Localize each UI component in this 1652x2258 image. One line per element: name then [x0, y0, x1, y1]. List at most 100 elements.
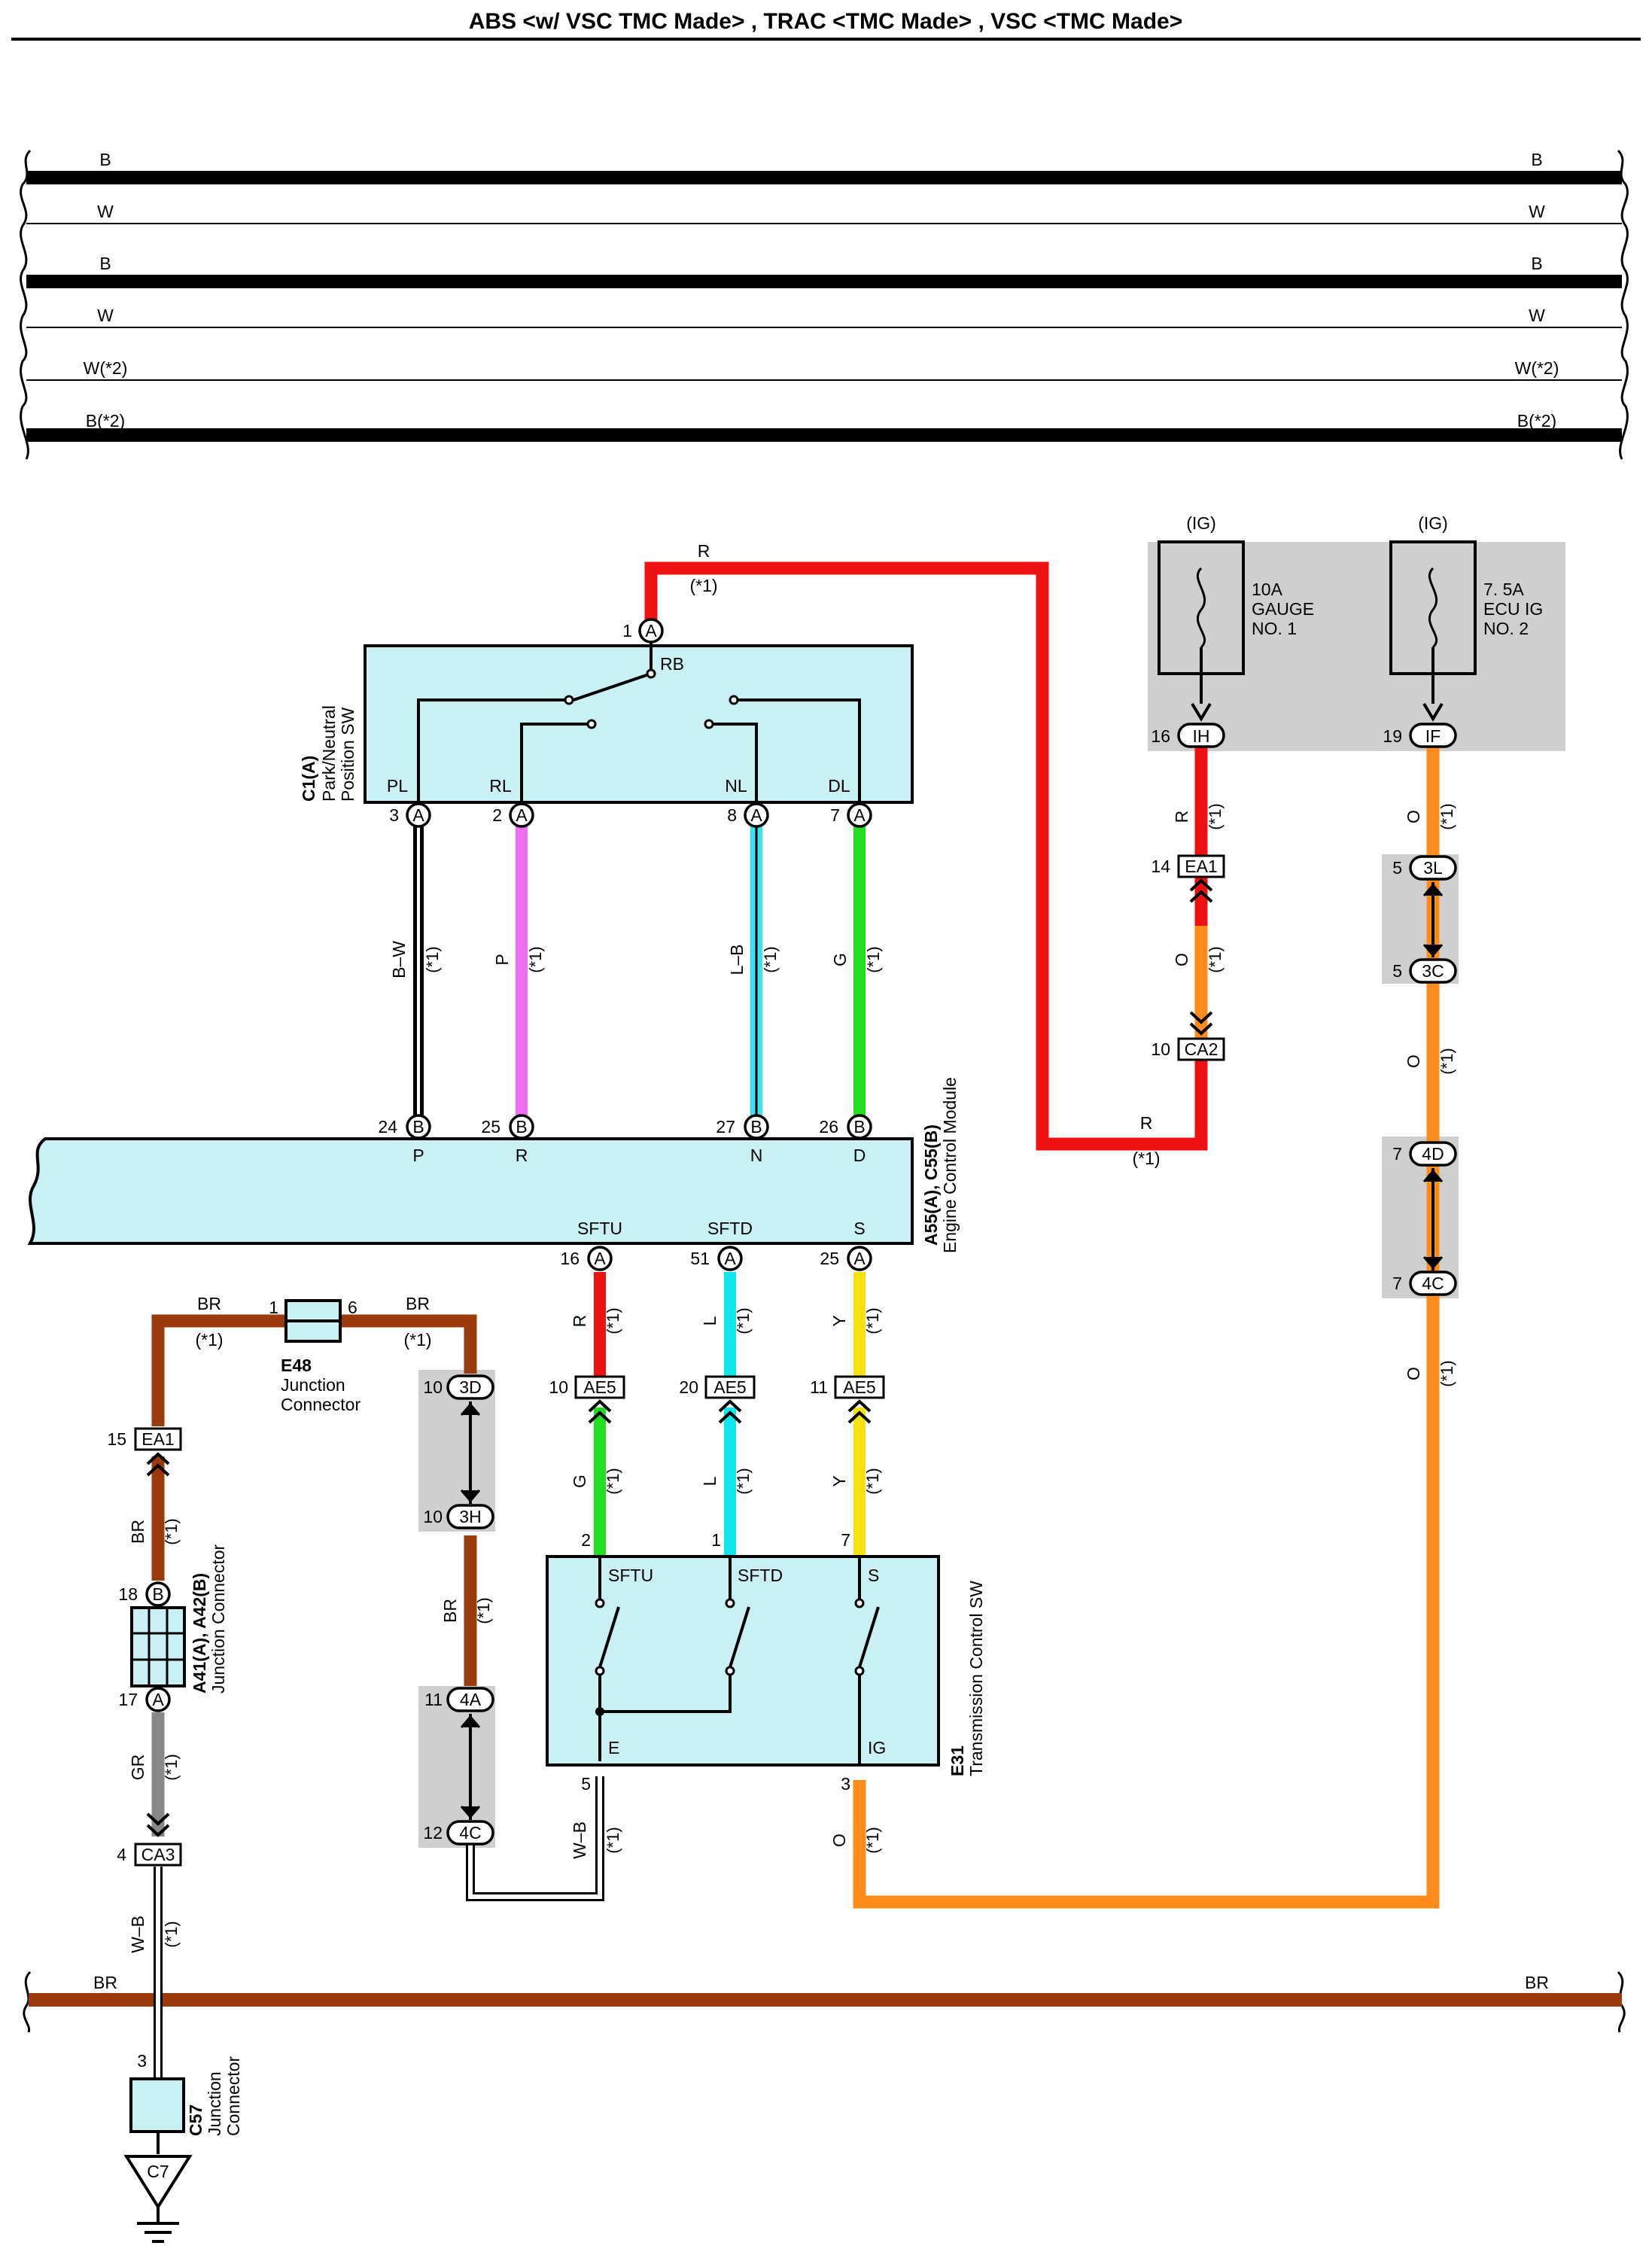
fuse-block-shade	[1148, 542, 1565, 751]
connector-pin	[717, 1246, 743, 1271]
connector-pin	[446, 1504, 494, 1529]
label-text: E	[608, 1738, 619, 1757]
label-text: A55(A), C55(B)	[921, 1124, 941, 1246]
label-text: 1	[622, 621, 632, 641]
label-text: (*1)	[734, 1468, 753, 1494]
diagram-graphic	[738, 698, 861, 802]
label-text: 25	[820, 1249, 839, 1268]
label-text: 19	[1383, 726, 1402, 746]
diagram-graphic	[564, 695, 574, 705]
label-text: NL	[725, 776, 747, 796]
connector-pin	[406, 1114, 431, 1140]
junction-connector-block	[130, 1606, 186, 1687]
left-break-mark	[20, 149, 32, 460]
right-break-mark	[1617, 149, 1629, 460]
label-text: 14	[1151, 857, 1170, 876]
label-text: NO. 1	[1252, 619, 1297, 638]
label-text: Y	[829, 1315, 849, 1326]
label-text: A	[750, 805, 762, 825]
diagram-graphic	[600, 1675, 732, 1713]
label-text: O	[829, 1833, 849, 1847]
label-text: Connector	[224, 2056, 243, 2136]
diagram-graphic	[725, 1666, 735, 1676]
double-arrow-icon	[460, 1715, 481, 1819]
label-text: 10	[423, 1507, 443, 1526]
label-text: (*1)	[734, 1307, 753, 1334]
wire-red-feed	[644, 561, 1208, 1151]
connector-pin	[847, 1114, 872, 1140]
chevron-down-icon	[1189, 1011, 1213, 1036]
label-text: EA1	[1185, 857, 1217, 876]
label-text: G	[570, 1474, 589, 1488]
bus-label: B	[1531, 150, 1542, 169]
label-text: R	[516, 1146, 528, 1165]
connector-pin	[1409, 723, 1457, 748]
connector-pin	[1409, 1141, 1457, 1167]
label-text: SFTD	[738, 1566, 783, 1585]
diagram-graphic	[595, 1598, 605, 1608]
label-text: 3	[841, 1774, 850, 1794]
diagram-graphic	[854, 1598, 865, 1608]
arrow-down-icon	[1191, 702, 1212, 722]
switch-contact	[598, 1606, 620, 1668]
label-text: PL	[387, 776, 408, 796]
label-text: (*1)	[403, 1330, 431, 1350]
label-text: BR	[406, 1294, 430, 1313]
label-text: P	[412, 1146, 424, 1165]
diagram-graphic	[646, 668, 656, 679]
label-text: AE5	[843, 1377, 875, 1397]
label-text: 4	[117, 1845, 126, 1864]
label-text: Junction Connector	[208, 1544, 228, 1694]
label-text: C1(A)	[299, 756, 318, 802]
connector-pin	[509, 1114, 534, 1140]
label-text: 2	[492, 805, 502, 825]
diagram-graphic	[729, 695, 739, 705]
label-text: 26	[819, 1117, 838, 1137]
label-text: R	[570, 1315, 589, 1328]
label-text: 20	[679, 1377, 698, 1397]
switch-contact	[729, 1606, 750, 1668]
label-text: (*1)	[162, 1754, 181, 1780]
label-text: 4A	[460, 1690, 482, 1709]
chevron-up-icon	[847, 1399, 872, 1424]
label-text: 5	[1392, 858, 1402, 878]
label-text: (*1)	[761, 946, 780, 972]
ground-icon	[123, 2155, 193, 2210]
label-text: RB	[660, 654, 684, 674]
label-text: 5	[1392, 961, 1402, 981]
label-text: B	[516, 1117, 527, 1137]
label-text: A	[594, 1249, 606, 1268]
junction-connector-c57	[129, 2077, 185, 2133]
bus-label: W(*2)	[84, 358, 128, 378]
chevron-down-icon	[146, 1812, 170, 1837]
label-text: 3L	[1423, 858, 1443, 878]
diagram-graphic	[704, 719, 714, 729]
label-text: 51	[690, 1249, 710, 1268]
bus-label: W	[97, 306, 114, 325]
label-text: EA1	[141, 1429, 174, 1449]
label-text: 3	[389, 805, 399, 825]
wire-orange-ig	[853, 745, 1440, 1909]
label-text: (*1)	[604, 1827, 622, 1853]
label-text: CA3	[141, 1845, 175, 1864]
label-text: (*1)	[1206, 803, 1225, 829]
connector-pin	[446, 1374, 494, 1400]
label-text: 4C	[459, 1823, 481, 1843]
label-text: 2	[581, 1530, 591, 1550]
diagram-graphic	[725, 1598, 735, 1608]
label-text: (*1)	[863, 1827, 882, 1853]
label-text: A	[645, 621, 657, 641]
connector-pin	[145, 1687, 171, 1712]
bus-label: B(*2)	[86, 411, 125, 431]
ae5-connectors: R (*1) L (*1) Y (*1) AE5 10 AE5 20 AE5 1…	[549, 1307, 885, 1550]
label-text: 1	[711, 1530, 721, 1550]
label-text: G	[830, 953, 850, 966]
diagram-graphic	[417, 698, 565, 802]
diagram-graphic	[586, 719, 597, 729]
connector-ca3	[134, 1843, 182, 1867]
bus-label: W	[1529, 202, 1545, 221]
label-text: BR	[128, 1520, 148, 1544]
label-text: B	[853, 1117, 865, 1137]
label-text: Park/Neutral	[319, 705, 339, 802]
